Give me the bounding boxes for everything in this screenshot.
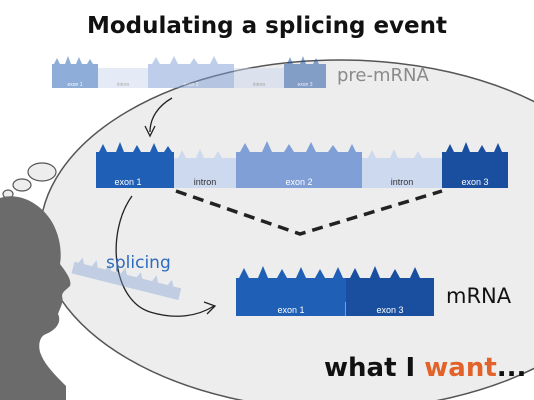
pre-mrna-small-exon-1-label: exon 1 bbox=[67, 82, 82, 88]
pre-mrna-small-exon-3-label: exon 3 bbox=[297, 82, 312, 88]
pre-mrna-small-intron-1-label: intron bbox=[117, 82, 130, 88]
mrna-exon-3: exon 3 bbox=[346, 266, 434, 316]
splicing-arrow bbox=[115, 195, 215, 317]
pre-mrna-exon-1-label: exon 1 bbox=[114, 177, 141, 187]
splicing-ghost-strand bbox=[71, 257, 182, 301]
pre-mrna-large: exon 1 intron exon 2 intron exon 3 bbox=[96, 141, 508, 188]
thought-bubble-small bbox=[27, 162, 57, 182]
mrna-exon-1: exon 1 bbox=[236, 266, 346, 316]
pre-mrna-small-exon-1: exon 1 bbox=[52, 56, 98, 88]
title: Modulating a splicing event bbox=[87, 13, 447, 39]
tagline-prefix: what I bbox=[324, 353, 424, 383]
splice-junction-dashed bbox=[175, 189, 443, 236]
arrow-to-pre-mrna bbox=[149, 97, 173, 133]
pre-mrna-intron-1: intron bbox=[174, 149, 236, 188]
pre-mrna-exon-2: exon 2 bbox=[236, 141, 362, 188]
arrow-to-pre-mrna-head bbox=[144, 125, 156, 138]
tagline-suffix: ... bbox=[497, 353, 527, 383]
mrna-strand: exon 1 exon 3 bbox=[236, 266, 434, 316]
pre-mrna-small-exon-3: exon 3 bbox=[284, 56, 326, 88]
tagline-highlight: want bbox=[424, 353, 497, 383]
pre-mrna-small-exon-2: exon 2 bbox=[148, 56, 234, 88]
pre-mrna-small: exon 1 intron exon 2 intron exon 3 bbox=[52, 56, 326, 88]
pre-mrna-intron-2: intron bbox=[362, 149, 442, 188]
tagline: what I want... bbox=[324, 353, 526, 383]
pre-mrna-exon-2-label: exon 2 bbox=[285, 177, 312, 187]
thought-bubble-smaller bbox=[12, 178, 32, 192]
pre-mrna-exon-1: exon 1 bbox=[96, 142, 174, 188]
mrna-exon-3-label: exon 3 bbox=[376, 305, 403, 315]
pre-mrna-exon-3: exon 3 bbox=[442, 142, 508, 188]
pre-mrna-small-intron-2: intron bbox=[234, 68, 284, 88]
pre-mrna-label: pre-mRNA bbox=[337, 65, 430, 86]
person-silhouette bbox=[0, 196, 71, 400]
pre-mrna-small-intron-1: intron bbox=[98, 68, 148, 88]
splicing-arrow-head bbox=[203, 301, 217, 315]
splicing-label: splicing bbox=[106, 253, 171, 273]
pre-mrna-small-intron-2-label: intron bbox=[253, 82, 266, 88]
pre-mrna-small-exon-2-label: exon 2 bbox=[183, 82, 198, 88]
pre-mrna-intron-2-label: intron bbox=[391, 177, 414, 187]
mrna-exon-1-label: exon 1 bbox=[277, 305, 304, 315]
mrna-label: mRNA bbox=[446, 284, 512, 308]
pre-mrna-exon-3-label: exon 3 bbox=[461, 177, 488, 187]
pre-mrna-intron-1-label: intron bbox=[194, 177, 217, 187]
